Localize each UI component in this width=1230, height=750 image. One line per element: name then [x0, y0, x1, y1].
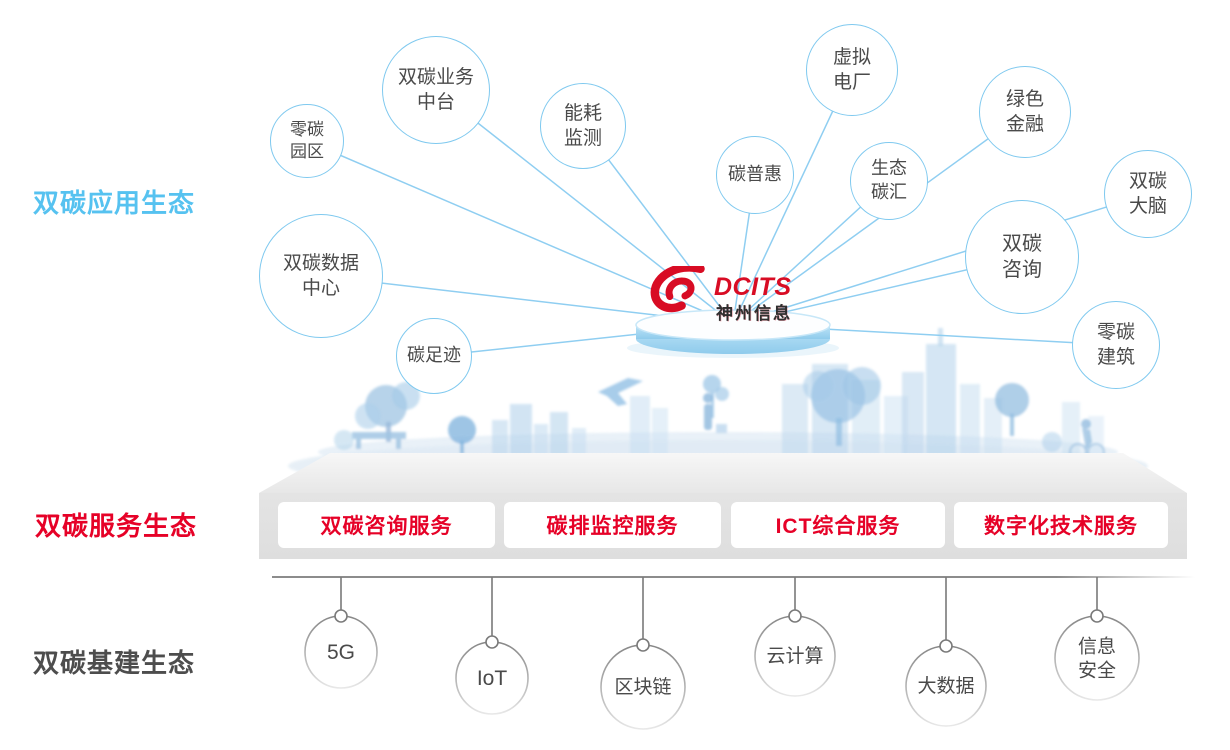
infra-node-5g: 5G — [326, 640, 356, 664]
platform-disc — [627, 309, 839, 358]
infrastructure-ecosystem-label: 双碳基建生态 — [33, 648, 196, 678]
app-node-green-finance: 绿色金融 — [979, 66, 1071, 158]
app-node-zero-carbon-building: 零碳建筑 — [1072, 301, 1160, 389]
app-node-carbon-footprint: 碳足迹 — [396, 318, 472, 394]
service-item-consulting: 双碳咨询服务 — [278, 502, 495, 548]
infra-node-iot: IoT — [476, 666, 508, 690]
service-item-carbon-monitoring: 碳排监控服务 — [504, 502, 721, 548]
app-node-virtual-power-plant: 虚拟电厂 — [806, 24, 898, 116]
service-ecosystem-label: 双碳服务生态 — [35, 511, 198, 541]
infra-timeline — [272, 576, 1195, 730]
service-item-digital-tech: 数字化技术服务 — [954, 502, 1168, 548]
app-node-zero-carbon-park: 零碳园区 — [270, 104, 344, 178]
service-item-ict: ICT综合服务 — [731, 502, 945, 548]
app-node-dual-carbon-data-center: 双碳数据中心 — [259, 214, 383, 338]
infra-node-blockchain: 区块链 — [614, 677, 672, 699]
dcits-company-text: 神州信息 — [716, 304, 792, 323]
app-node-energy-monitoring: 能耗监测 — [540, 83, 626, 169]
app-node-dual-carbon-consulting: 双碳咨询 — [965, 200, 1079, 314]
dcits-brand-text: DCITS — [714, 273, 792, 301]
dcits-logo: DCITS 神州信息 — [646, 264, 826, 323]
app-node-carbon-inclusion: 碳普惠 — [716, 136, 794, 214]
app-node-eco-carbon-sink: 生态碳汇 — [850, 142, 928, 220]
app-node-dual-carbon-business-platform: 双碳业务中台 — [382, 36, 490, 144]
dcits-swirl-icon — [650, 266, 705, 313]
infra-node-cloud-computing: 云计算 — [766, 646, 824, 668]
application-ecosystem-label: 双碳应用生态 — [33, 188, 196, 218]
infra-node-big-data: 大数据 — [917, 676, 975, 698]
app-node-dual-carbon-brain: 双碳大脑 — [1104, 150, 1192, 238]
infra-node-info-security: 信息安全 — [1077, 636, 1116, 681]
